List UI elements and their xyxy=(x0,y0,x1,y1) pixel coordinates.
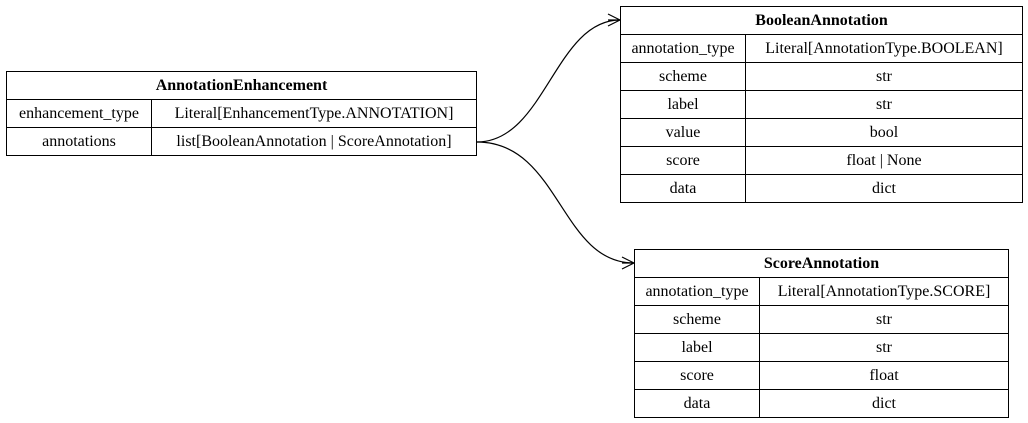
entity-title: BooleanAnnotation xyxy=(620,6,1023,35)
field-name: data xyxy=(634,389,760,418)
field-type: str xyxy=(745,90,1023,119)
field-row: score float | None xyxy=(620,146,1023,175)
field-row: label str xyxy=(620,90,1023,119)
field-type: Literal[AnnotationType.BOOLEAN] xyxy=(745,34,1023,63)
field-type: str xyxy=(759,305,1009,334)
field-type: float | None xyxy=(745,146,1023,175)
field-name: label xyxy=(620,90,746,119)
field-name: score xyxy=(634,361,760,390)
field-type: Literal[AnnotationType.SCORE] xyxy=(759,277,1009,306)
field-row: data dict xyxy=(634,389,1009,418)
edge-annotations-to-boolean-annotation xyxy=(476,19,621,143)
entity-title: ScoreAnnotation xyxy=(634,249,1009,278)
field-row: label str xyxy=(634,333,1009,362)
field-row: annotations list[BooleanAnnotation | Sco… xyxy=(6,127,477,156)
field-type: bool xyxy=(745,118,1023,147)
field-type: str xyxy=(745,62,1023,91)
field-row: annotation_type Literal[AnnotationType.B… xyxy=(620,34,1023,63)
entity-annotation-enhancement: AnnotationEnhancement enhancement_type L… xyxy=(6,71,477,156)
crowfoot-boolean-annotation xyxy=(607,13,621,27)
field-name: value xyxy=(620,118,746,147)
field-name: label xyxy=(634,333,760,362)
field-type: list[BooleanAnnotation | ScoreAnnotation… xyxy=(151,127,477,156)
field-name: annotation_type xyxy=(620,34,746,63)
crowfoot-score-annotation xyxy=(621,256,635,270)
field-row: value bool xyxy=(620,118,1023,147)
field-row: data dict xyxy=(620,174,1023,203)
field-name: enhancement_type xyxy=(6,99,152,128)
field-name: data xyxy=(620,174,746,203)
field-row: annotation_type Literal[AnnotationType.S… xyxy=(634,277,1009,306)
field-type: str xyxy=(759,333,1009,362)
field-name: scheme xyxy=(634,305,760,334)
field-type: float xyxy=(759,361,1009,390)
field-type: dict xyxy=(759,389,1009,418)
field-name: annotation_type xyxy=(634,277,760,306)
field-name: annotations xyxy=(6,127,152,156)
field-type: Literal[EnhancementType.ANNOTATION] xyxy=(151,99,477,128)
edge-annotations-to-score-annotation xyxy=(476,141,635,264)
entity-boolean-annotation: BooleanAnnotation annotation_type Litera… xyxy=(620,6,1023,203)
field-name: score xyxy=(620,146,746,175)
field-row: score float xyxy=(634,361,1009,390)
field-row: scheme str xyxy=(634,305,1009,334)
entity-title: AnnotationEnhancement xyxy=(6,71,477,100)
field-name: scheme xyxy=(620,62,746,91)
field-type: dict xyxy=(745,174,1023,203)
field-row: enhancement_type Literal[EnhancementType… xyxy=(6,99,477,128)
entity-score-annotation: ScoreAnnotation annotation_type Literal[… xyxy=(634,249,1009,418)
field-row: scheme str xyxy=(620,62,1023,91)
